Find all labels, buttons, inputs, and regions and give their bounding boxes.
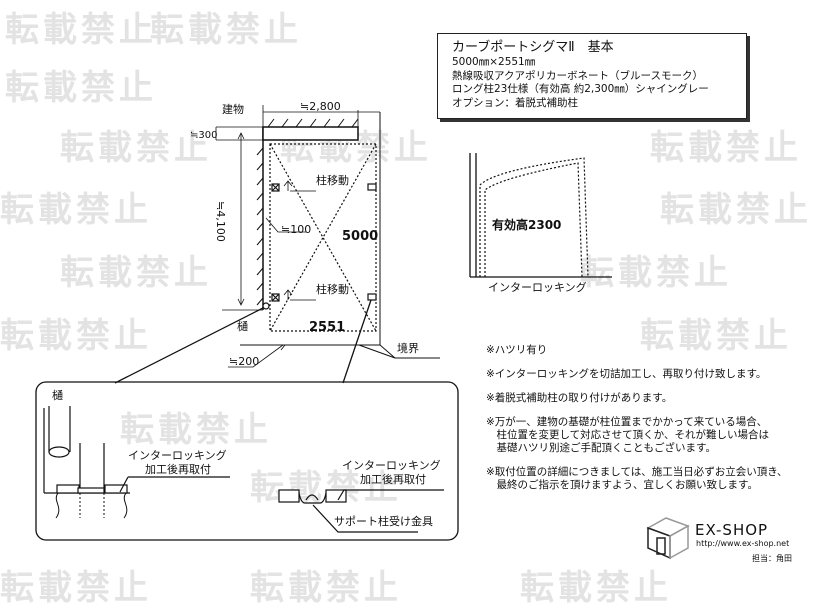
side-view-roof: [479, 157, 589, 278]
brand-logo: EX-SHOP: [695, 521, 769, 539]
note: ※着脱式補助柱の取り付けがあります。: [486, 392, 673, 404]
note: ※ハツリ有り: [486, 344, 548, 356]
watermark: 転載禁止: [5, 10, 157, 50]
effective-height-label: 有効高2300: [492, 218, 562, 232]
watermark: 転載禁止: [650, 128, 802, 168]
watermark: 転載禁止: [150, 10, 302, 50]
detail-left: [43, 406, 230, 519]
spec-line: 5000㎜×2551㎜: [452, 56, 536, 68]
detail-reinstall-label: 加工後再取付: [145, 463, 211, 476]
move-post-label: 柱移動: [316, 174, 349, 187]
width-dimension: ≒2,800: [300, 100, 341, 113]
watermark: 転載禁止: [60, 128, 212, 168]
logo-cube-icon: [646, 517, 690, 560]
spec-line: オプション：着脱式補助柱: [452, 96, 578, 109]
offset-100-label: ≒100: [281, 223, 312, 236]
interlocking-label: インターロッキング: [488, 281, 587, 294]
boundary-label: 境界: [397, 342, 419, 355]
spec-box: カーブポートシグマⅡ 基本 5000㎜×2551㎜ 熱線吸収アクアポリカーボネー…: [437, 33, 747, 119]
staff-label: 担当：角田: [752, 554, 792, 563]
detail-reinstall-label: 加工後再取付: [360, 473, 426, 486]
website-link[interactable]: http://www.ex-shop.net: [696, 539, 790, 548]
detail-interlocking-label: インターロッキング: [342, 459, 441, 472]
notes: ※ハツリ有り ※インターロッキングを切詰加工し、再取り付け致します。 ※着脱式補…: [486, 344, 788, 503]
width-label: 2551: [309, 320, 346, 335]
spec-line: ロング柱23仕様（有効高 約2,300㎜）シャイングレー: [452, 83, 709, 95]
carport-roof-outline: [269, 143, 377, 332]
watermark: 転載禁止: [120, 410, 272, 450]
detail-interlocking-label: インターロッキング: [128, 449, 227, 462]
spec-line: 熱線吸収アクアポリカーボネート（ブルースモーク）: [452, 69, 703, 82]
posts: [262, 183, 377, 310]
move-post-label: 柱移動: [316, 283, 349, 296]
detail-right: [278, 489, 444, 533]
detail-gutter-label: 樋: [52, 389, 63, 402]
detail-box: [35, 381, 459, 541]
note: ※万が一、建物の基礎が柱位置までかかって来ている場合、 柱位置を変更して対応させ…: [486, 416, 769, 454]
length-label: 5000: [342, 229, 379, 244]
watermark: 転載禁止: [660, 190, 812, 230]
gutter-label: 樋: [237, 320, 248, 333]
watermark: 転載禁止: [580, 253, 732, 293]
wall-hatching: [256, 118, 359, 306]
watermark: 転載禁止: [5, 68, 157, 108]
side-view: [469, 153, 612, 278]
dimension-lines: [215, 105, 380, 368]
note: ※取付位置の詳細につきましては、施工当日必ずお立会い頂き、 最終のご指示を頂けま…: [486, 466, 788, 491]
bracket-label: サポート柱受け金具: [334, 515, 433, 528]
building-label: 建物: [222, 103, 244, 116]
building-wall: [262, 126, 359, 310]
offset-300-label: ≒300: [190, 130, 218, 141]
watermark: 転載禁止: [60, 253, 212, 293]
watermark: 転載禁止: [640, 316, 792, 356]
watermark: 転載禁止: [0, 190, 152, 230]
boundary-line: [240, 112, 440, 359]
watermark: 転載禁止: [250, 468, 402, 508]
note: ※インターロッキングを切詰加工し、再取り付け致します。: [486, 368, 767, 380]
drawing: [35, 105, 612, 541]
product-title: カーブポートシグマⅡ 基本: [452, 40, 614, 55]
watermark: 転載禁止: [0, 316, 152, 356]
offset-200-label: ≒200: [229, 355, 260, 368]
detail-leaders: [114, 299, 372, 384]
